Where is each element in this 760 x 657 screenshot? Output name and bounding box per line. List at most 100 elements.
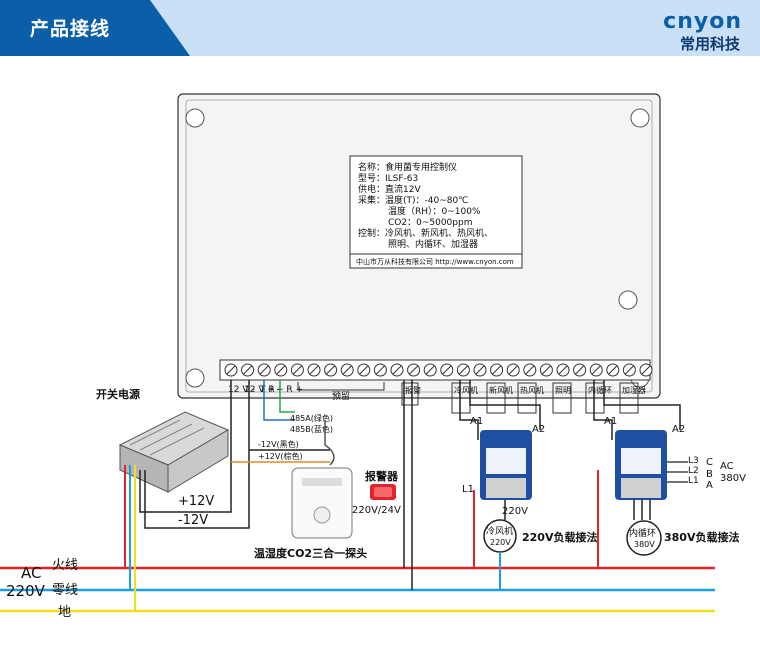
group-label-2: 新风机 — [489, 385, 513, 395]
c220-a1-wire — [459, 380, 479, 440]
terminal-screw-slot — [558, 365, 568, 375]
c380-c: C — [706, 457, 713, 468]
terminal-screw-slot — [641, 365, 651, 375]
alarm-term-box — [401, 382, 419, 406]
terminal-screw-slot — [625, 365, 634, 375]
group-box-6 — [619, 382, 639, 414]
terminal-screw-slot — [542, 365, 551, 375]
page-title: 产品接线 — [30, 18, 111, 40]
probe-cable — [324, 420, 335, 466]
c380-a2: A2 — [672, 424, 685, 435]
terminal-screw-slot — [243, 365, 252, 375]
terminal-screw-slot — [475, 365, 485, 375]
fan-motor-volt: 220V — [490, 538, 511, 547]
group-label-4: 照明 — [555, 386, 571, 395]
c380-a1: A1 — [604, 416, 617, 427]
c380-volt: 380V — [720, 473, 746, 484]
label-line-3: 供电：直流12V — [358, 183, 421, 195]
wire-485b — [263, 380, 295, 421]
probe-icon — [291, 467, 353, 539]
mount-hole-bl — [185, 368, 205, 388]
group-label-1: 冷风机 — [454, 385, 478, 395]
term-label-3: T R - — [259, 385, 281, 395]
terminal-screw-slot — [508, 365, 518, 375]
terminal-screw-slot — [293, 365, 302, 375]
neutral-label: 零线 — [52, 583, 78, 598]
label-line-8: 照明、内循环、加湿器 — [388, 238, 478, 250]
terminal-screw-slot — [259, 365, 269, 375]
plus12-wire — [139, 380, 232, 513]
term-label-2: 12 V + — [244, 385, 275, 395]
c380-l2: L2 — [688, 466, 699, 476]
header-bar: 产品接线 cnyon 常用科技 — [0, 0, 760, 56]
label-485b: 485B(蓝色) — [290, 424, 333, 434]
label-485a: 485A(绿色) — [290, 413, 333, 423]
circ-motor-name: 内循环 — [629, 527, 656, 539]
contactor-220-icon — [480, 430, 532, 500]
group-box-3 — [517, 382, 537, 414]
group-box-2 — [486, 382, 506, 414]
terminal-screw-slot — [309, 365, 319, 375]
v220-bus-label: 220V — [6, 582, 46, 600]
c380-a1-wire — [593, 380, 613, 440]
circ-motor-circle — [626, 520, 662, 556]
label-line-4: 采集：温度(T)：-40~80℃ — [358, 194, 468, 206]
c220-l1: L1 — [462, 484, 474, 495]
mount-hole-tl — [185, 108, 205, 128]
label-line-2: 型号：ILSF-63 — [358, 173, 418, 184]
terminal-screw-slot — [591, 365, 601, 375]
fan-motor-name: 冷风机 — [486, 525, 513, 537]
terminal-screw-slot — [376, 365, 385, 375]
live-label: 火线 — [52, 558, 78, 573]
group-labels: 冷风机 新风机 热风机 照明 内循环 加湿器 — [451, 382, 646, 414]
terminal-screw-slot — [575, 365, 584, 375]
controller-inner-border — [185, 99, 653, 393]
terminal-screw-slot — [359, 365, 369, 375]
c220-a1: A1 — [470, 416, 483, 427]
wire-485a — [279, 380, 295, 413]
term-label-4: + R + — [276, 385, 303, 395]
c380-ac: AC — [720, 461, 734, 472]
label-probe-minus: -12V(黑色) — [258, 439, 299, 449]
terminal-screw-slot — [342, 365, 352, 375]
label-line-5: 温度（RH）：0~100% — [388, 205, 481, 217]
ground-label: 地 — [58, 605, 71, 620]
alarm-term-label: 报警 — [405, 385, 421, 395]
circ-motor-volt: 380V — [634, 540, 655, 549]
c380-a: A — [706, 480, 713, 491]
c380-a2-wire — [603, 380, 681, 430]
terminal-screw-slot — [326, 365, 335, 375]
alarm-icon — [370, 484, 396, 500]
group-box-4 — [552, 382, 572, 414]
minus12-label: -12V — [178, 513, 208, 528]
group-label-6: 加湿器 — [622, 385, 646, 395]
terminal-screw-slot — [226, 365, 236, 375]
label-line-6: CO2：0~5000ppm — [388, 218, 472, 228]
label-line-7: 控制：冷风机、新风机、热风机、 — [358, 227, 493, 239]
terminal-screw-slot — [442, 365, 452, 375]
label-plate — [349, 155, 523, 269]
contactor-380-icon — [615, 430, 667, 500]
terminal-screw-slot — [425, 365, 435, 375]
reserve-bracket — [297, 382, 385, 391]
terminal-labels-left: 12 V - 12 V + T R - + R + — [228, 385, 303, 395]
load380-label: 380V负载接法 — [664, 530, 739, 544]
terminal-screws — [224, 363, 653, 377]
alarm-name: 报警器 — [365, 469, 399, 483]
mount-hole-tr — [630, 108, 650, 128]
terminal-screw-slot — [276, 365, 286, 375]
c380-b: B — [706, 469, 713, 480]
terminal-screw-slot — [608, 365, 618, 375]
terminal-screw-slot — [392, 365, 402, 375]
brand-logo: cnyon — [663, 9, 742, 34]
brand-name: 常用科技 — [679, 35, 740, 53]
power-supply-label: 开关电源 — [96, 387, 140, 401]
reserve-label: 预留 — [332, 390, 350, 402]
c220-a2-wire — [469, 380, 541, 430]
group-label-3: 热风机 — [520, 385, 544, 395]
mount-hole-mr — [618, 290, 638, 310]
c220-a2: A2 — [532, 424, 545, 435]
terminal-screw-slot — [409, 365, 418, 375]
load220-label: 220V负载接法 — [522, 530, 597, 544]
